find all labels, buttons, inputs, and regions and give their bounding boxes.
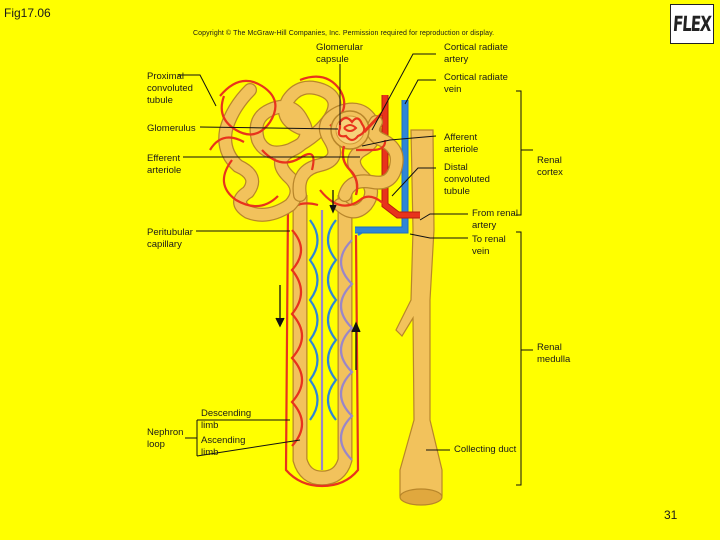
label-collecting-duct: Collecting duct bbox=[454, 444, 517, 455]
convoluted-tubules bbox=[218, 80, 404, 222]
label-to-renal-vein: To renal vein bbox=[472, 234, 506, 257]
flex-logo[interactable]: FLEX bbox=[670, 4, 714, 44]
descending-flow-arrowhead bbox=[275, 317, 285, 328]
label-afferent-arteriole: Afferent arteriole bbox=[444, 132, 479, 155]
page-number: 31 bbox=[664, 508, 678, 522]
flow-arrows bbox=[275, 190, 361, 370]
label-peritubular-capillary: Peritubular capillary bbox=[147, 227, 193, 250]
label-renal-cortex: Renal cortex bbox=[537, 155, 563, 178]
label-distal-convoluted-tubule: Distal convoluted tubule bbox=[444, 162, 490, 197]
label-glomerulus: Glomerulus bbox=[147, 123, 196, 134]
label-descending-limb: Descending limb bbox=[201, 408, 252, 431]
figure-id: Fig17.06 bbox=[4, 6, 51, 20]
leader-lines bbox=[178, 53, 533, 486]
label-glomerular-capsule: Glomerular capsule bbox=[316, 42, 363, 65]
label-renal-medulla: Renal medulla bbox=[537, 342, 571, 365]
label-proximal-convoluted-tubule: Proximal convoluted tubule bbox=[147, 71, 193, 106]
label-ascending-limb: Ascending limb bbox=[201, 435, 246, 458]
label-cortical-radiate-artery: Cortical radiate artery bbox=[444, 42, 508, 65]
collecting-duct bbox=[395, 129, 443, 506]
ascending-flow-arrowhead bbox=[351, 321, 361, 333]
nephron-loop bbox=[292, 195, 353, 486]
copyright-notice: Copyright © The McGraw-Hill Companies, I… bbox=[193, 30, 495, 37]
cortical-capillaries bbox=[209, 75, 391, 211]
label-nephron-loop: Nephron loop bbox=[147, 427, 184, 450]
peritubular-capillary-network bbox=[284, 202, 386, 488]
label-cortical-radiate-vein: Cortical radiate vein bbox=[444, 72, 508, 95]
label-from-renal-artery: From renal artery bbox=[472, 208, 518, 231]
label-efferent-arteriole: Efferent arteriole bbox=[147, 153, 182, 176]
